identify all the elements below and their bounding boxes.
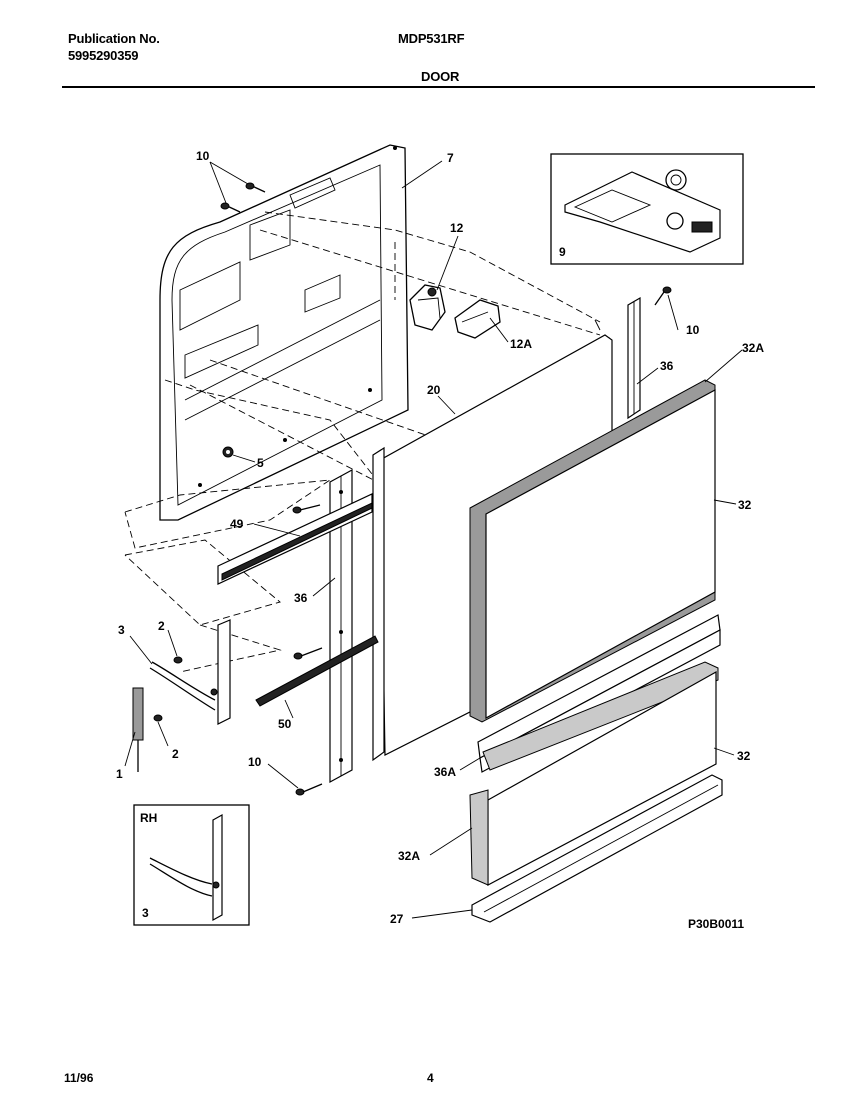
inset-box-rh	[133, 804, 250, 926]
hinge-spring	[132, 687, 144, 772]
callout-9: 9	[559, 245, 566, 259]
footer-date: 11/96	[64, 1071, 94, 1085]
publication-label: Publication No.	[68, 31, 160, 46]
small-panel-gasket	[482, 661, 719, 771]
callout-36-right: 36	[660, 359, 674, 373]
callout-7: 7	[447, 151, 454, 165]
latch-strike	[454, 299, 501, 339]
diagram-code: P30B0011	[688, 917, 744, 931]
inset-rh-part: 3	[142, 906, 149, 920]
callout-49: 49	[230, 517, 244, 531]
callout-20: 20	[427, 383, 441, 397]
door-panel-32	[485, 388, 716, 720]
callout-32A-top: 32A	[742, 341, 764, 355]
callout-12: 12	[450, 221, 464, 235]
callout-3: 3	[118, 623, 125, 637]
inset-box-9	[550, 153, 744, 265]
section-title: DOOR	[421, 69, 460, 84]
header-rule	[62, 86, 815, 88]
callout-10-bottom: 10	[248, 755, 262, 769]
bottom-channel	[217, 493, 373, 585]
callout-32A-bottom: 32A	[398, 849, 420, 863]
side-trim-left	[329, 468, 353, 784]
side-trim-inner	[372, 446, 385, 762]
callout-1: 1	[116, 767, 123, 781]
kick-plate	[471, 774, 723, 923]
model-number: MDP531RF	[398, 31, 465, 46]
callout-36A: 36A	[434, 765, 456, 779]
callout-10-top: 10	[196, 149, 210, 163]
callout-2-top: 2	[158, 619, 165, 633]
small-panel-gasket-32A	[469, 789, 489, 886]
callout-32-bottom: 32	[737, 749, 751, 763]
callout-50: 50	[278, 717, 292, 731]
screw-10-right	[654, 286, 672, 306]
screw-10-top	[220, 182, 266, 213]
inner-door-frame	[159, 144, 409, 521]
screws-misc	[153, 504, 323, 796]
callout-5: 5	[257, 456, 264, 470]
callout-32-top: 32	[738, 498, 752, 512]
callout-10-right: 10	[686, 323, 700, 337]
publication-number: 5995290359	[68, 48, 139, 63]
hinge-left	[149, 619, 231, 725]
inset-rh-label: RH	[140, 811, 157, 825]
side-trim-right	[627, 296, 641, 420]
callout-36-left: 36	[294, 591, 308, 605]
callout-27: 27	[390, 912, 404, 926]
callout-12A: 12A	[510, 337, 532, 351]
footer-page: 4	[427, 1071, 434, 1085]
door-latch	[409, 284, 446, 331]
leader-lines	[124, 160, 743, 919]
callout-2-bottom: 2	[172, 747, 179, 761]
trim-strip-50	[255, 635, 379, 707]
